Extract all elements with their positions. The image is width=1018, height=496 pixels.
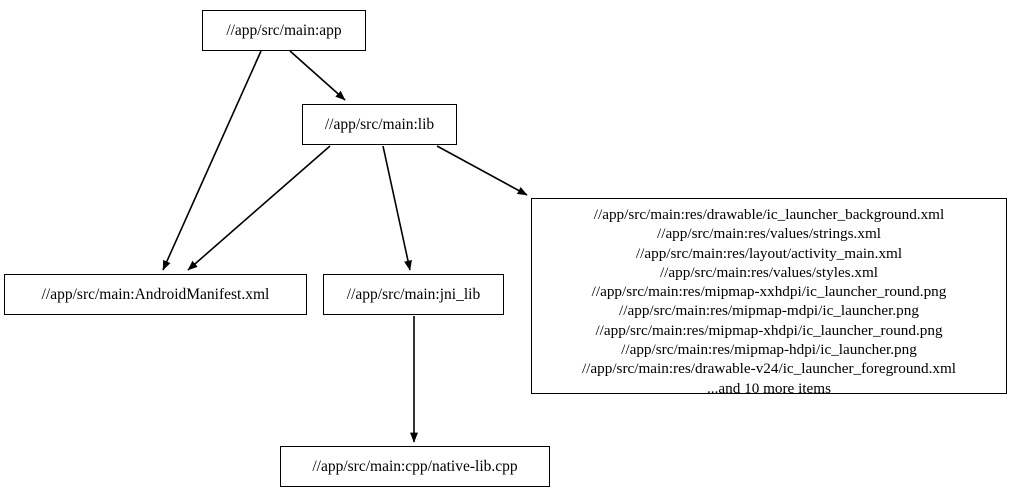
node-resources-line: //app/src/main:res/values/strings.xml	[657, 225, 881, 243]
node-android-manifest[interactable]: //app/src/main:AndroidManifest.xml	[4, 274, 307, 315]
node-resources-line: //app/src/main:res/drawable-v24/ic_launc…	[581, 360, 957, 378]
node-resources-line: //app/src/main:res/layout/activity_main.…	[635, 244, 903, 262]
node-resources-line: //app/src/main:res/drawable/ic_launcher_…	[593, 206, 945, 223]
node-native-lib-cpp-label: //app/src/main:cpp/native-lib.cpp	[312, 457, 518, 475]
node-lib-label: //app/src/main:lib	[324, 115, 435, 133]
node-resources-line: //app/src/main:res/mipmap-mdpi/ic_launch…	[619, 302, 919, 320]
node-app-label: //app/src/main:app	[226, 21, 342, 39]
edge-lib-to-resources	[436, 145, 528, 196]
edge-app-to-manifest	[162, 50, 262, 271]
node-resources-line: //app/src/main:res/mipmap-hdpi/ic_launch…	[621, 341, 917, 359]
node-resources-line: //app/src/main:res/mipmap-xxhdpi/ic_laun…	[591, 283, 947, 301]
node-lib[interactable]: //app/src/main:lib	[302, 104, 457, 145]
edge-lib-to-jni-lib	[382, 145, 412, 271]
node-android-manifest-label: //app/src/main:AndroidManifest.xml	[41, 285, 270, 303]
node-resources-line: //app/src/main:res/values/styles.xml	[659, 263, 879, 281]
node-jni-lib-label: //app/src/main:jni_lib	[346, 285, 481, 303]
node-resources-line: //app/src/main:res/mipmap-xhdpi/ic_launc…	[595, 321, 943, 339]
edge-app-to-lib	[289, 50, 346, 101]
node-app[interactable]: //app/src/main:app	[202, 10, 366, 51]
node-native-lib-cpp[interactable]: //app/src/main:cpp/native-lib.cpp	[280, 446, 550, 487]
node-jni-lib[interactable]: //app/src/main:jni_lib	[323, 274, 504, 315]
node-resources[interactable]: //app/src/main:res/drawable/ic_launcher_…	[531, 198, 1007, 397]
node-resources-line: ...and 10 more items	[706, 379, 831, 397]
edge-lib-to-manifest	[187, 145, 331, 271]
